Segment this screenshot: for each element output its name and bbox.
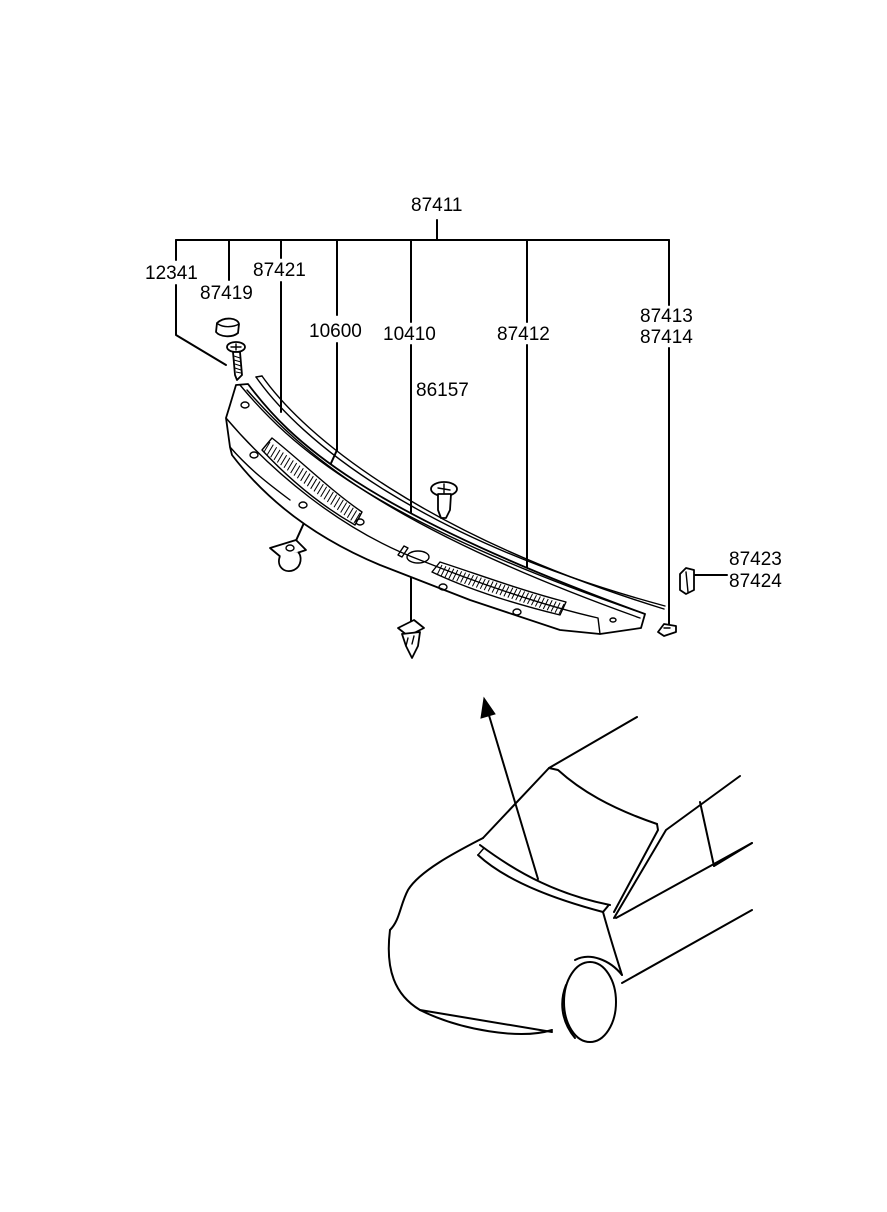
- grille-slat: [471, 576, 478, 587]
- grille-slat: [483, 579, 490, 591]
- grille-slat: [280, 454, 288, 466]
- grille-slat: [507, 587, 514, 598]
- grille-slat: [320, 486, 328, 497]
- grille-slat: [542, 598, 549, 610]
- grille-slat: [491, 582, 498, 593]
- grille-slat: [436, 564, 443, 576]
- label-87413: 87413: [640, 306, 693, 327]
- vent-grille-right: [431, 561, 567, 616]
- grille-slat: [546, 600, 553, 611]
- grille-slat: [270, 447, 278, 458]
- grille-slat: [263, 441, 271, 453]
- grille-slat: [495, 583, 502, 595]
- grille-slat: [468, 574, 474, 586]
- label-10410: 10410: [383, 324, 436, 345]
- clip-10410: [397, 619, 425, 659]
- label-87411: 87411: [411, 195, 462, 216]
- grille-slat: [350, 510, 358, 521]
- screw-12341: [226, 341, 246, 381]
- grille-slat: [316, 483, 324, 495]
- grille-slat: [515, 589, 522, 601]
- grille-slat: [519, 591, 526, 602]
- grille-slat: [340, 502, 348, 513]
- grille-slat: [487, 581, 494, 592]
- grille-slat: [448, 568, 455, 579]
- part-labels: 87411 12341 87419 87421 10600 10410 8741…: [145, 195, 782, 592]
- grille-slat: [440, 566, 447, 577]
- grille-slat: [531, 594, 537, 606]
- grille-slat: [306, 475, 314, 487]
- label-87421: 87421: [253, 260, 306, 281]
- grille-slat: [313, 481, 321, 492]
- label-87419: 87419: [200, 283, 253, 304]
- label-10600: 10600: [309, 321, 362, 342]
- grille-slat: [534, 596, 541, 607]
- grille-slat: [303, 473, 311, 484]
- cowl-panel: [225, 375, 666, 635]
- car-illustration: [387, 696, 753, 1043]
- grille-slat: [452, 569, 459, 581]
- grille-slat: [276, 452, 284, 463]
- arrow-head-icon: [480, 696, 496, 719]
- grille-slat: [290, 462, 298, 474]
- label-87414: 87414: [640, 327, 693, 348]
- grille-slat: [286, 460, 294, 471]
- grille-slat: [523, 592, 530, 603]
- grille-slat: [310, 478, 318, 490]
- grille-slat: [293, 465, 301, 476]
- cap-87419: [215, 317, 240, 338]
- grille-slat: [460, 572, 467, 583]
- grille-slat: [538, 597, 545, 608]
- callout-tree: [175, 219, 670, 323]
- label-12341: 12341: [145, 263, 198, 284]
- label-87424: 87424: [729, 571, 782, 592]
- grille-slat: [283, 457, 291, 469]
- grille-slat: [273, 449, 281, 461]
- grille-slat: [479, 578, 486, 590]
- label-86157: 86157: [416, 380, 469, 401]
- grille-slat: [343, 504, 351, 516]
- grille-slat: [527, 593, 533, 605]
- grille-slat: [499, 584, 506, 596]
- label-87423: 87423: [729, 549, 782, 570]
- vent-grille-left: [261, 437, 363, 526]
- grille-slat: [266, 444, 274, 455]
- grille-slat: [330, 494, 338, 505]
- grille-slat: [296, 468, 304, 479]
- grille-slat: [503, 586, 510, 597]
- grille-slat: [326, 491, 334, 503]
- grille-slat: [550, 601, 557, 612]
- grille-slat: [444, 567, 451, 578]
- grille-slat: [464, 573, 470, 585]
- end-pad-87423: [679, 567, 695, 595]
- grille-slat: [323, 489, 331, 500]
- end-cover-87413: [657, 623, 677, 637]
- grille-slat: [346, 507, 354, 518]
- clip-10600: [269, 539, 307, 572]
- grille-slat: [554, 602, 561, 613]
- grille-slat: [475, 577, 482, 588]
- grille-slat: [353, 512, 361, 524]
- fastener-86157: [430, 481, 458, 519]
- grille-slat: [333, 496, 341, 508]
- grille-slat: [336, 499, 344, 511]
- label-87412: 87412: [497, 324, 550, 345]
- grille-slat: [511, 588, 518, 600]
- grille-slat: [300, 470, 308, 482]
- grille-slat: [558, 603, 565, 615]
- grille-slat: [456, 571, 463, 582]
